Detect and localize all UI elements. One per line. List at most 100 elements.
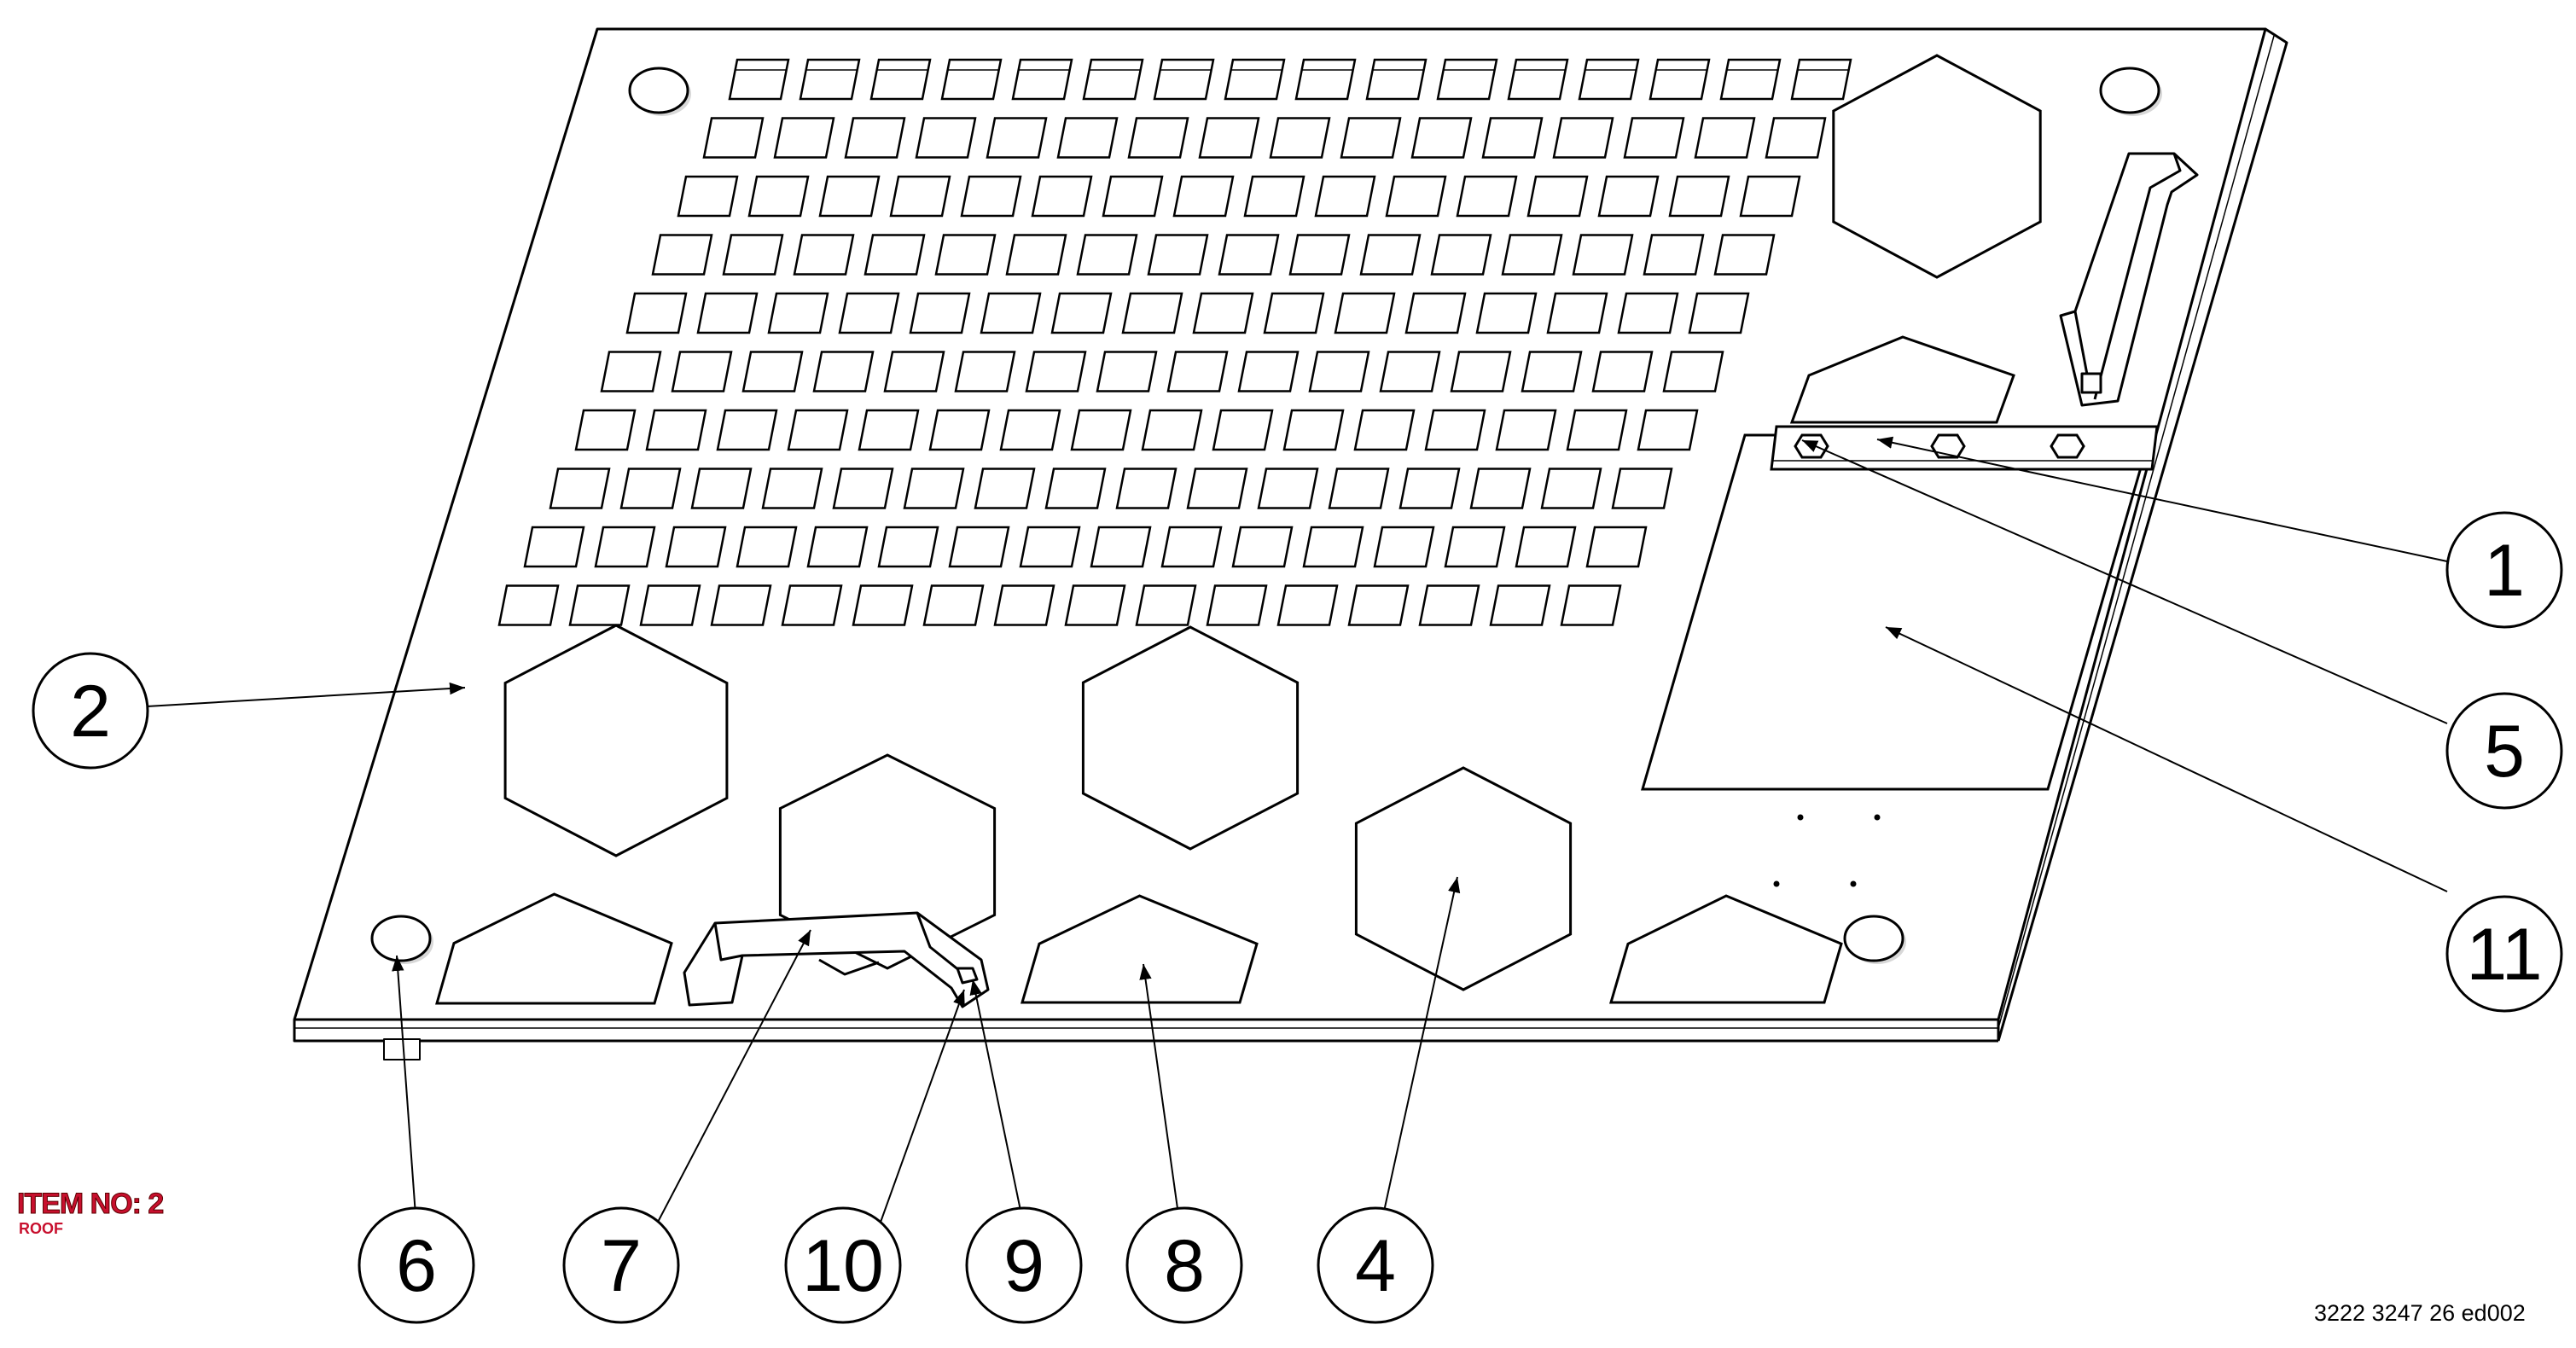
vent-slot — [980, 292, 1042, 334]
vent-slot — [1560, 584, 1622, 626]
pentagon-cutout — [1789, 335, 2015, 424]
vent-slot — [1591, 351, 1654, 392]
vent-slot — [1282, 409, 1345, 451]
vent-slot — [799, 58, 861, 101]
vent-slot — [773, 117, 835, 159]
vent-slot — [864, 234, 926, 276]
vent-slot — [844, 117, 906, 159]
vent-slot — [1566, 409, 1628, 451]
vent-slot — [1115, 468, 1178, 509]
leader-1 — [1876, 436, 2448, 562]
item-name-label: ROOF — [19, 1220, 63, 1237]
vent-slot — [1019, 526, 1081, 568]
vent-slot — [1572, 234, 1634, 276]
vent-slot — [1294, 58, 1357, 101]
grommet-bottom-left — [370, 915, 433, 964]
vent-slot — [1121, 292, 1183, 334]
vent-slot — [889, 175, 951, 218]
vent-slot — [1064, 584, 1126, 626]
leader-4 — [1380, 876, 1461, 1228]
vent-slot — [1102, 175, 1164, 218]
vent-slot — [1314, 175, 1376, 218]
vent-slot — [1765, 117, 1827, 159]
vent-slot — [1172, 175, 1235, 218]
vent-slot — [1044, 468, 1107, 509]
svg-text:4: 4 — [1355, 1225, 1396, 1307]
vent-slot — [1540, 468, 1602, 509]
vent-slot — [1308, 351, 1370, 392]
pentagon-cutout — [1021, 894, 1259, 1004]
vent-slot — [1096, 351, 1158, 392]
vent-slot — [1237, 351, 1300, 392]
grommet-bottom-right — [1843, 915, 1906, 964]
svg-text:1: 1 — [2484, 530, 2525, 612]
right-clip — [2059, 152, 2199, 407]
front-clip — [683, 911, 990, 1008]
balloon-1: 1 — [2445, 511, 2563, 629]
balloon-6: 6 — [358, 1206, 475, 1324]
leader-8 — [1139, 963, 1181, 1228]
item-number-label: ITEM NO: 2 — [16, 1188, 164, 1221]
vent-slot — [1031, 175, 1093, 218]
vent-slot — [665, 526, 727, 568]
leader-7 — [654, 929, 811, 1228]
vent-slot — [915, 117, 977, 159]
vent-slot — [858, 409, 920, 451]
vent-slot — [812, 351, 875, 392]
vent-slot — [1076, 234, 1138, 276]
hex-nut-3 — [2050, 433, 2085, 459]
vent-slot — [594, 526, 656, 568]
vent-slot — [722, 234, 784, 276]
grommet-top-left — [628, 67, 691, 116]
vent-slot — [954, 351, 1016, 392]
vent-slot — [832, 468, 894, 509]
fastening-bar — [1770, 425, 2159, 471]
vent-slot — [1739, 175, 1801, 218]
vent-slot — [883, 351, 945, 392]
vent-slot — [1611, 468, 1673, 509]
leader-11 — [1885, 626, 2448, 892]
vent-slot — [1507, 58, 1569, 101]
vent-slot — [1135, 584, 1197, 626]
vent-slot — [1694, 117, 1756, 159]
mounting-grommets — [370, 67, 2162, 964]
vent-slot — [568, 584, 631, 626]
vent-slot — [1070, 409, 1132, 451]
vent-slot — [1160, 526, 1223, 568]
vent-slot — [728, 58, 790, 101]
vent-slot — [574, 409, 637, 451]
vent-slot — [600, 351, 662, 392]
vent-slot — [793, 234, 855, 276]
vent-slot — [1475, 292, 1538, 334]
vent-slot — [1082, 58, 1144, 101]
vent-slot — [1623, 117, 1685, 159]
vent-slot — [1288, 234, 1351, 276]
vent-slot — [877, 526, 939, 568]
vent-slot — [549, 468, 611, 509]
vent-slot — [1637, 409, 1699, 451]
vent-slot — [1597, 175, 1660, 218]
vent-slot — [928, 409, 991, 451]
vent-slot — [741, 351, 804, 392]
vent-slot — [1153, 58, 1215, 101]
vent-slot — [993, 584, 1055, 626]
svg-text:11: 11 — [2466, 914, 2542, 996]
vent-slot — [999, 409, 1061, 451]
balloon-11: 11 — [2445, 895, 2563, 1013]
vent-slot — [1218, 234, 1280, 276]
vent-slot — [1552, 117, 1614, 159]
vent-slot — [1340, 117, 1402, 159]
pentagon-cutout — [1609, 894, 1843, 1004]
vent-slot — [625, 292, 688, 334]
vent-slot — [1424, 409, 1486, 451]
vent-slot — [1328, 468, 1390, 509]
vent-slot — [1418, 584, 1480, 626]
vent-slot — [1526, 175, 1589, 218]
vent-slot — [818, 175, 881, 218]
hexagon-cutout — [1832, 54, 2042, 279]
vent-slot — [1147, 234, 1209, 276]
vent-slot — [1410, 117, 1473, 159]
vent-slot — [1688, 292, 1750, 334]
vent-slot — [1617, 292, 1679, 334]
vent-slot — [497, 584, 560, 626]
